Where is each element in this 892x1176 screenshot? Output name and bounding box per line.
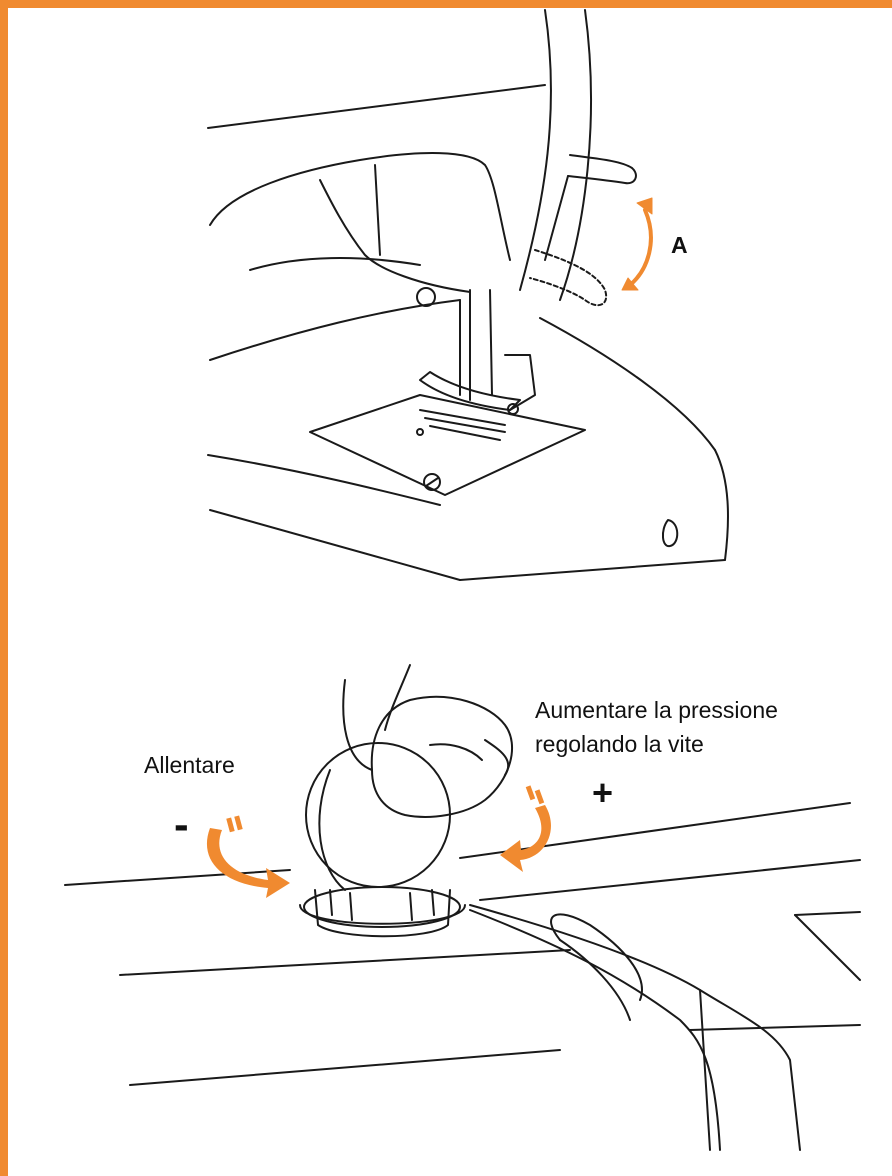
increase-pressure-line-1: Aumentare la pressione — [535, 697, 778, 723]
loosen-arrow-icon — [206, 815, 290, 898]
minus-sign: - — [174, 800, 189, 849]
top-machine-drawing — [207, 9, 729, 581]
up-down-arrow-icon — [621, 197, 653, 291]
bottom-machine-drawing — [64, 664, 861, 1151]
increase-pressure-line-2: regolando la vite — [535, 731, 704, 757]
tighten-arrow-icon — [500, 785, 551, 872]
increase-pressure-label: Aumentare la pressione regolando la vite — [535, 693, 778, 761]
plus-sign: + — [592, 772, 614, 813]
lever-label-a: A — [671, 232, 688, 258]
loosen-label: Allentare — [144, 752, 235, 778]
